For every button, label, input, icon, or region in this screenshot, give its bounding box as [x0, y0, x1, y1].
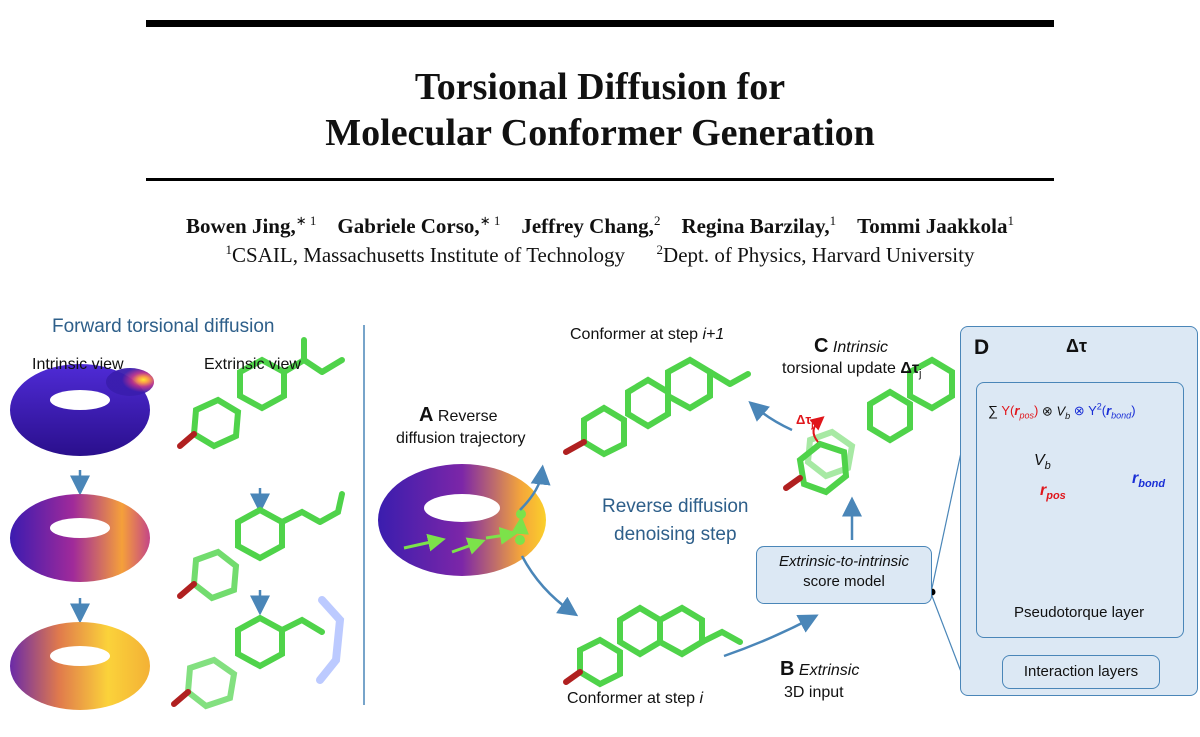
formula-otimes1: ⊗ — [1041, 403, 1053, 419]
affil-2: Dept. of Physics, Harvard University — [663, 243, 975, 267]
formula-otimes2: ⊗ — [1073, 403, 1085, 419]
delta-tau-j-label: Δτj — [796, 412, 814, 430]
torus-intrinsic-3 — [10, 622, 150, 710]
formula-close1: ) — [1033, 403, 1039, 419]
formula-open2: ( — [1101, 403, 1107, 419]
conformer-top-label: Conformer at step i+1 — [570, 326, 724, 344]
bottom-rule — [146, 178, 1054, 181]
affil-1-sup: 1 — [225, 242, 233, 257]
author-4: Regina Barzilay, — [681, 214, 830, 238]
panel-a-letter: A — [419, 404, 434, 426]
panel-a-text2: diffusion trajectory — [396, 430, 526, 447]
score-model-line1: Extrinsic-to-intrinsic — [778, 553, 910, 570]
formula-v: V — [1056, 403, 1066, 419]
author-1-sup: ∗ 1 — [295, 213, 317, 228]
arrow-c-to-top — [748, 401, 793, 432]
panel-c-sub: j — [918, 368, 922, 381]
delta-tau-j: Δτ — [796, 412, 812, 427]
torus-reverse — [378, 464, 546, 576]
vb-label: Vb — [1034, 452, 1051, 472]
conformer-top-prefix: Conformer at step — [570, 326, 703, 343]
reverse-step-line2: denoising step — [614, 524, 737, 545]
formula-y2-sup: 2 — [1096, 402, 1102, 412]
panel-c-text1: Intrinsic — [832, 339, 889, 356]
panel-c-letter: C — [814, 335, 829, 357]
panel-c-line2: torsional update Δτj — [782, 360, 921, 380]
author-5-sup: 1 — [1007, 213, 1014, 228]
conformer-bottom-step: i — [699, 690, 704, 707]
molecule-extrinsic-3 — [171, 596, 345, 710]
formula-rbond: r — [1106, 403, 1112, 419]
intrinsic-view-label: Intrinsic view — [32, 356, 124, 373]
formula-rbond-sub: bond — [1111, 410, 1132, 421]
rbond-text: r — [1132, 470, 1139, 487]
formula-rpos-sub: pos — [1019, 410, 1034, 421]
formula-v-sub: b — [1065, 410, 1071, 421]
formula-rpos: r — [1014, 403, 1020, 419]
interaction-layers-box: Interaction layers — [1002, 655, 1160, 689]
conformer-top-step: i+1 — [702, 326, 725, 343]
arrow-b-to-score — [723, 614, 819, 658]
panel-a-text1: Reverse — [437, 408, 498, 425]
delta-tau-j-sub: j — [811, 419, 814, 430]
panel-d-letter: D — [974, 336, 990, 359]
molecule-step-i1 — [563, 356, 751, 458]
rbond-label: rbond — [1132, 470, 1165, 490]
panel-d-output: Δτ — [1066, 336, 1087, 356]
formula-sum: ∑ — [988, 402, 998, 419]
panel-a-label: A Reverse — [419, 404, 497, 427]
paper-title-line1: Torsional Diffusion for — [414, 66, 786, 108]
molecule-step-i — [563, 604, 743, 688]
vb-text: V — [1034, 452, 1045, 469]
pseudotorque-box — [976, 382, 1184, 638]
molecule-extrinsic-1 — [177, 337, 345, 450]
paper-title-line2: Molecular Conformer Generation — [325, 112, 875, 154]
panel-c-symbol: Δτ — [900, 360, 919, 377]
panel-b-letter: B — [780, 658, 795, 680]
rbond-sub: bond — [1138, 478, 1166, 491]
panel-c-text2: torsional update — [782, 360, 901, 377]
panel-b-label: B Extrinsic — [780, 658, 859, 681]
extrinsic-view-label: Extrinsic view — [204, 356, 301, 373]
author-3: Jeffrey Chang, — [521, 214, 654, 238]
pseudotorque-label: Pseudotorque layer — [1014, 604, 1145, 621]
author-5: Tommi Jaakkola — [857, 214, 1008, 238]
arrow-to-step-i — [520, 555, 579, 617]
top-rule — [146, 20, 1054, 27]
formula-y1: Y( — [1001, 403, 1015, 419]
panel-c-label: C Intrinsic — [814, 335, 888, 358]
author-list: Bowen Jing,∗ 1 Gabriele Corso,∗ 1 Jeffre… — [0, 213, 1200, 239]
conformer-bottom-prefix: Conformer at step — [567, 690, 700, 707]
formula-y2: Y — [1088, 403, 1097, 419]
reverse-step-line1: Reverse diffusion — [602, 496, 749, 517]
molecule-torsional-update — [783, 356, 955, 496]
affiliations: 1CSAIL, Massachusetts Institute of Techn… — [0, 242, 1200, 268]
formula-close2: ) — [1131, 403, 1136, 419]
rpos-text: r — [1040, 482, 1047, 499]
panel-b-text1: Extrinsic — [798, 662, 860, 679]
rpos-sub: pos — [1046, 490, 1066, 503]
affil-1: CSAIL, Massachusetts Institute of Techno… — [232, 243, 626, 267]
vb-sub: b — [1044, 460, 1051, 473]
author-2: Gabriele Corso, — [337, 214, 480, 238]
affil-2-sup: 2 — [656, 242, 664, 257]
author-4-sup: 1 — [829, 213, 837, 228]
rpos-label: rpos — [1040, 482, 1066, 502]
author-1: Bowen Jing, — [186, 214, 296, 238]
author-3-sup: 2 — [653, 213, 661, 228]
score-model-box: Extrinsic-to-intrinsic score model — [756, 546, 932, 604]
delta-tau-arc — [809, 416, 825, 443]
interaction-layers-label: Interaction layers — [1023, 663, 1139, 680]
torus-intrinsic-2 — [10, 494, 150, 582]
arrow-to-step-i1 — [519, 464, 551, 511]
formula: ∑ Y(rpos) ⊗ Vb ⊗ Y2(rbond) — [988, 402, 1136, 421]
molecule-extrinsic-2 — [177, 491, 345, 602]
panel-b-text2: 3D input — [784, 684, 844, 701]
torus-intrinsic-1 — [10, 364, 154, 456]
author-2-sup: ∗ 1 — [479, 213, 501, 228]
forward-diffusion-title: Forward torsional diffusion — [52, 316, 275, 337]
score-model-line2: score model — [803, 573, 885, 590]
conformer-bottom-label: Conformer at step i — [567, 690, 703, 708]
